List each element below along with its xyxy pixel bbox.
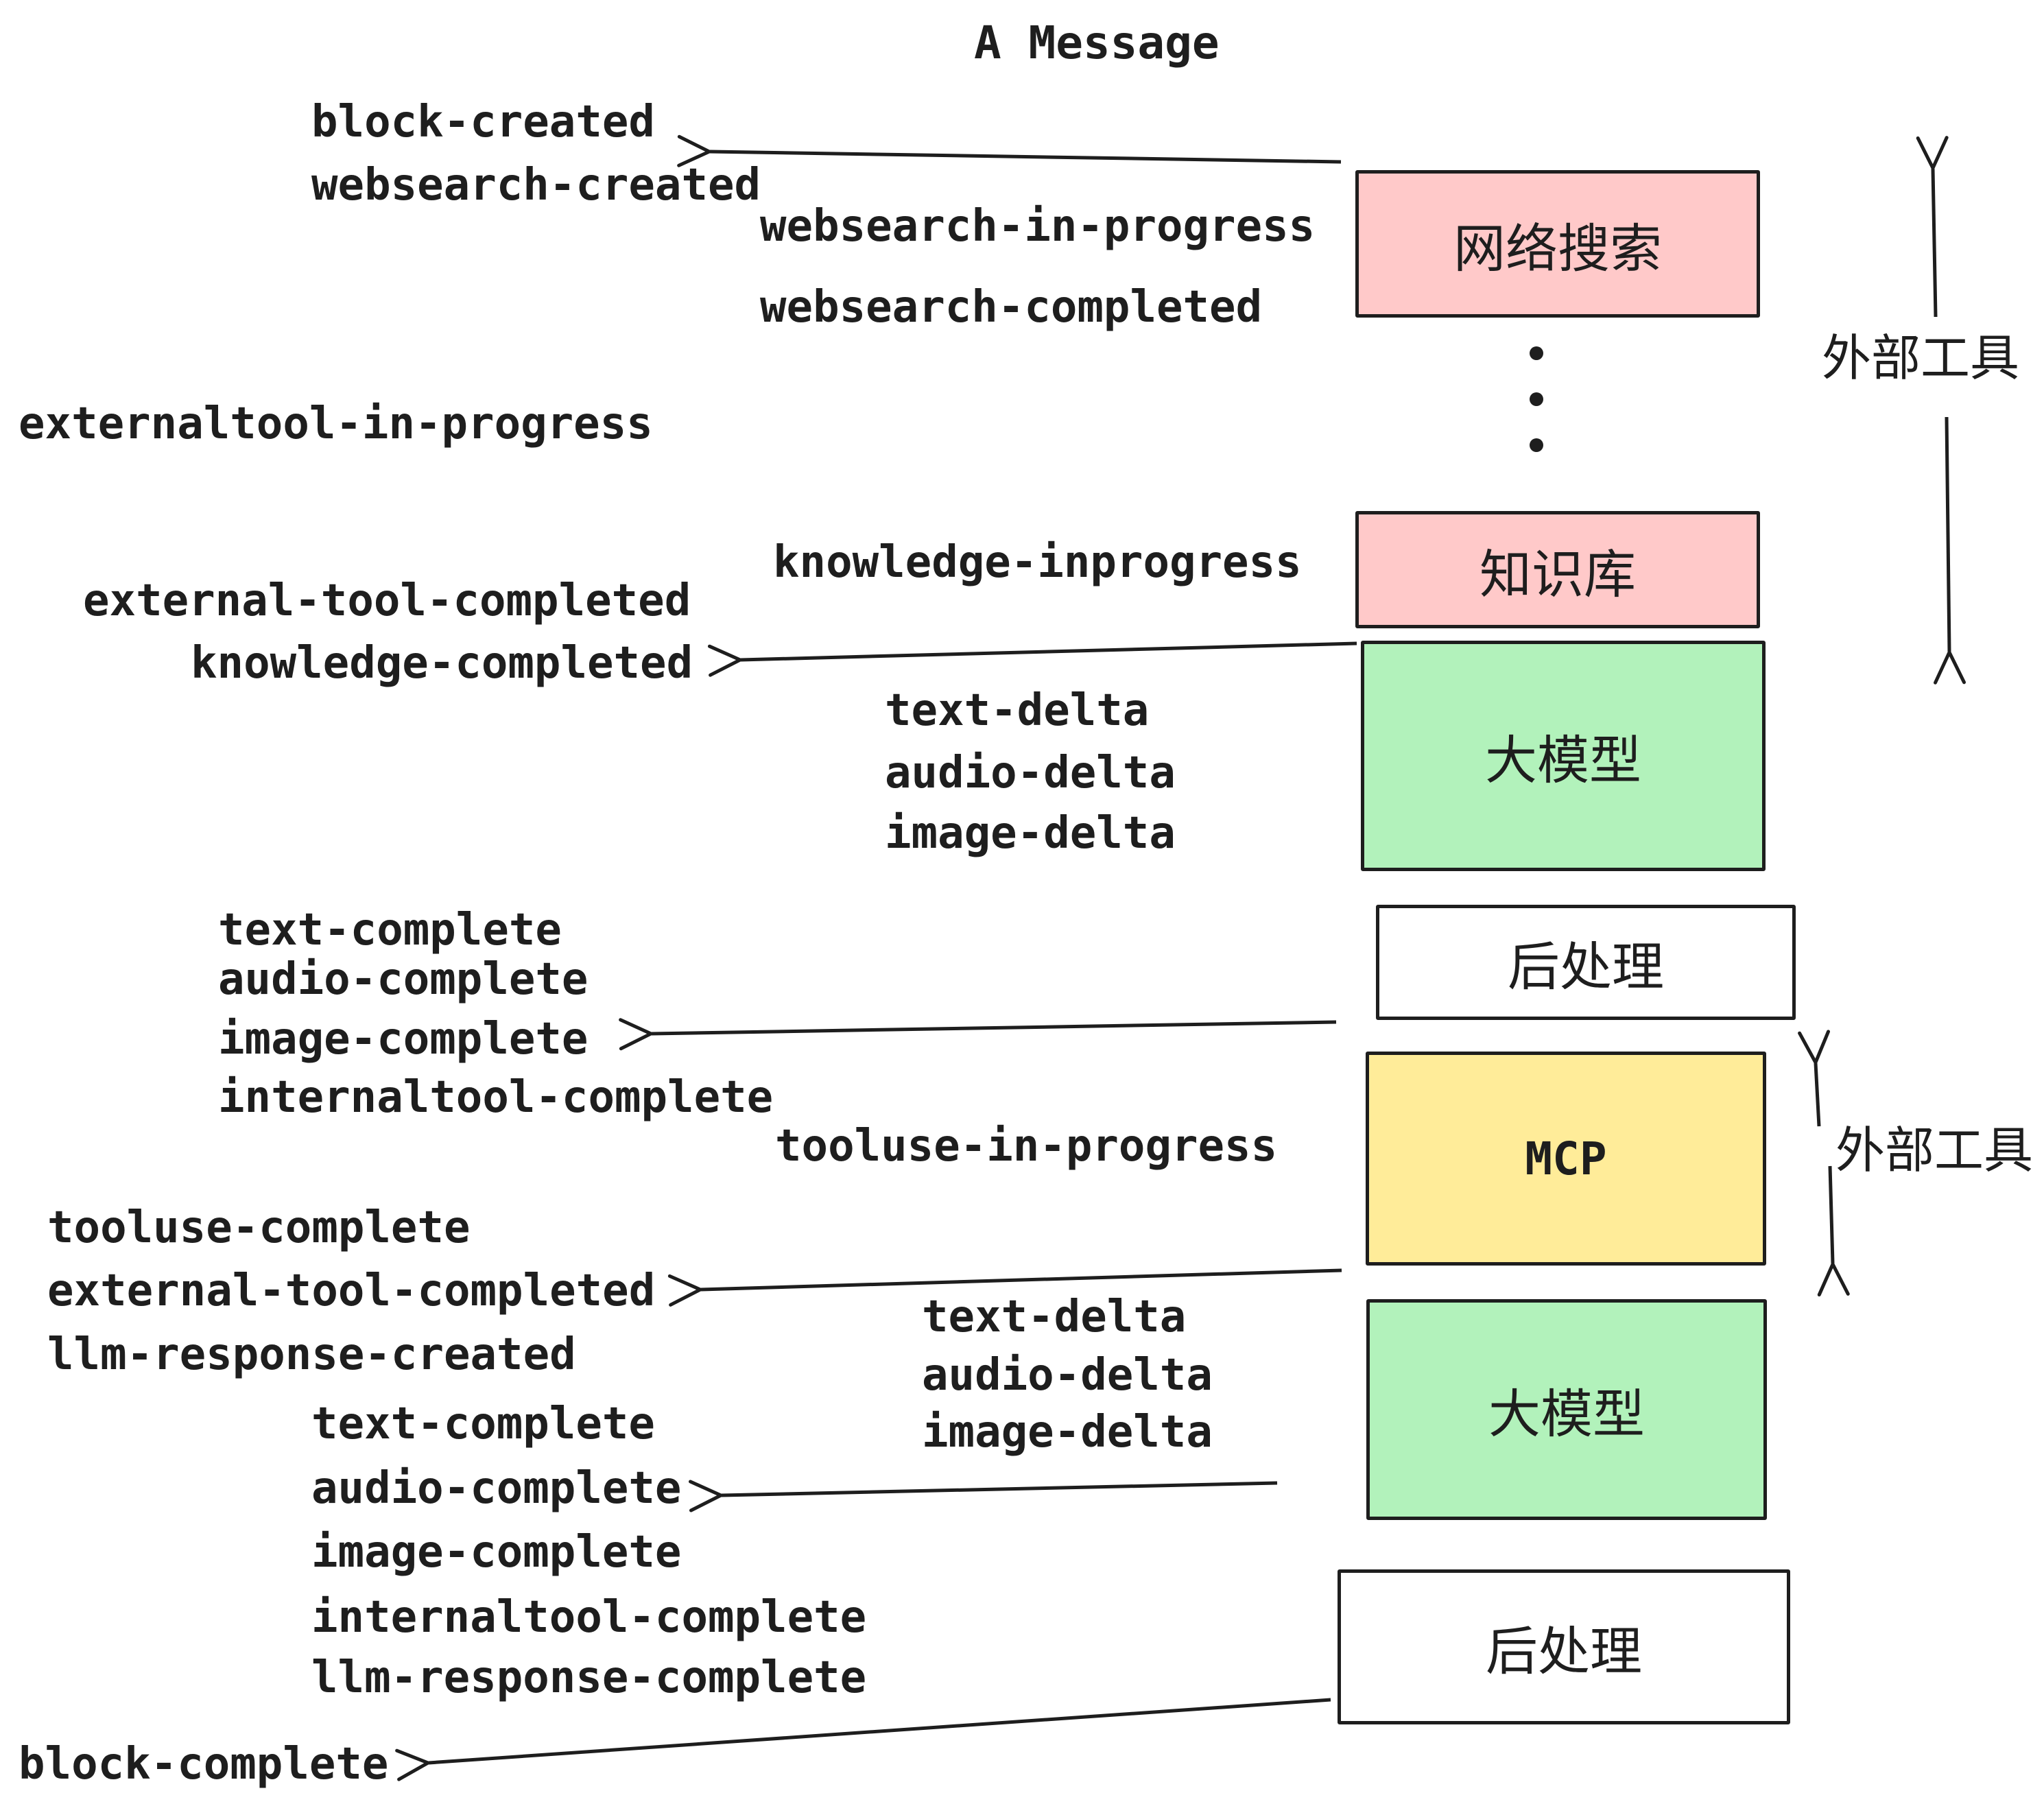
event-label-image-delta: image-delta	[885, 808, 1176, 859]
event-label-internaltool-complete-2: internaltool-complete	[311, 1592, 867, 1643]
event-label-llm-response-complete: llm-response-complete	[311, 1652, 867, 1703]
box-knowledge-label: 知识库	[1479, 543, 1636, 605]
box-llm-2: 大模型	[1366, 1299, 1767, 1520]
event-label-audio-delta-2: audio-delta	[922, 1350, 1213, 1401]
box-postprocess-1: 后处理	[1376, 905, 1796, 1020]
event-label-audio-complete: audio-complete	[218, 954, 589, 1005]
event-label-knowledge-completed: knowledge-completed	[191, 638, 693, 689]
diagram-title: A Message	[974, 16, 1220, 69]
event-label-image-complete: image-complete	[218, 1014, 589, 1065]
event-label-text-delta: text-delta	[885, 685, 1150, 736]
event-label-websearch-created: websearch-created	[311, 160, 761, 211]
event-label-websearch-in-progress: websearch-in-progress	[760, 201, 1316, 252]
arrow-llm2-to-audio-complete	[689, 1480, 1278, 1512]
event-label-external-tool-completed: external-tool-completed	[83, 575, 691, 626]
external-tools-label-mcp: 外部工具	[1835, 1121, 2034, 1179]
event-label-text-complete: text-complete	[218, 905, 562, 956]
event-label-websearch-completed: websearch-completed	[760, 282, 1263, 333]
external-tools-mcp-up-arrow	[1798, 1030, 1831, 1127]
arrow-llm-to-image-complete	[619, 1018, 1337, 1051]
event-label-audio-complete-2: audio-complete	[311, 1463, 682, 1514]
event-label-audio-delta: audio-delta	[885, 748, 1176, 798]
event-label-image-complete-2: image-complete	[311, 1527, 682, 1578]
event-label-externaltool-in-progress: externaltool-in-progress	[19, 399, 653, 449]
box-postprocess-2-label: 后处理	[1486, 1621, 1642, 1682]
event-label-text-delta-2: text-delta	[922, 1292, 1187, 1342]
arrow-websearch-to-block-created	[677, 134, 1342, 167]
arrow-postprocess-to-block-complete	[395, 1698, 1331, 1781]
box-postprocess-2: 后处理	[1338, 1569, 1790, 1724]
event-label-internaltool-complete: internaltool-complete	[218, 1072, 774, 1123]
box-llm-1: 大模型	[1361, 641, 1766, 871]
box-llm-2-label: 大模型	[1488, 1384, 1645, 1445]
box-websearch-label: 网络搜索	[1453, 217, 1662, 279]
arrow-knowledge-to-knowledge-completed	[707, 641, 1357, 677]
event-label-block-created: block-created	[311, 97, 655, 147]
event-label-knowledge-inprogress: knowledge-inprogress	[773, 537, 1302, 588]
box-mcp: MCP	[1366, 1052, 1766, 1266]
external-tools-label-top: 外部工具	[1822, 329, 2020, 387]
event-label-llm-response-created: llm-response-created	[47, 1329, 576, 1380]
event-label-text-complete-2: text-complete	[311, 1399, 655, 1449]
arrow-mcp-to-tooluse-complete	[667, 1268, 1342, 1307]
box-llm-1-label: 大模型	[1485, 730, 1641, 791]
event-label-tooluse-in-progress: tooluse-in-progress	[775, 1121, 1278, 1172]
ellipsis-dots	[1530, 346, 1543, 452]
box-websearch: 网络搜索	[1355, 170, 1760, 318]
external-tools-mcp-down-arrow	[1817, 1165, 1850, 1297]
event-label-external-tool-completed-2: external-tool-completed	[47, 1266, 656, 1316]
box-postprocess-1-label: 后处理	[1508, 936, 1664, 997]
event-label-image-delta-2: image-delta	[922, 1407, 1213, 1458]
external-tools-down-arrow	[1934, 416, 1966, 685]
event-label-tooluse-complete: tooluse-complete	[47, 1202, 471, 1253]
box-knowledge: 知识库	[1355, 511, 1760, 628]
event-label-block-complete: block-complete	[19, 1739, 389, 1790]
external-tools-up-arrow	[1916, 136, 1949, 318]
box-mcp-label: MCP	[1525, 1132, 1607, 1185]
